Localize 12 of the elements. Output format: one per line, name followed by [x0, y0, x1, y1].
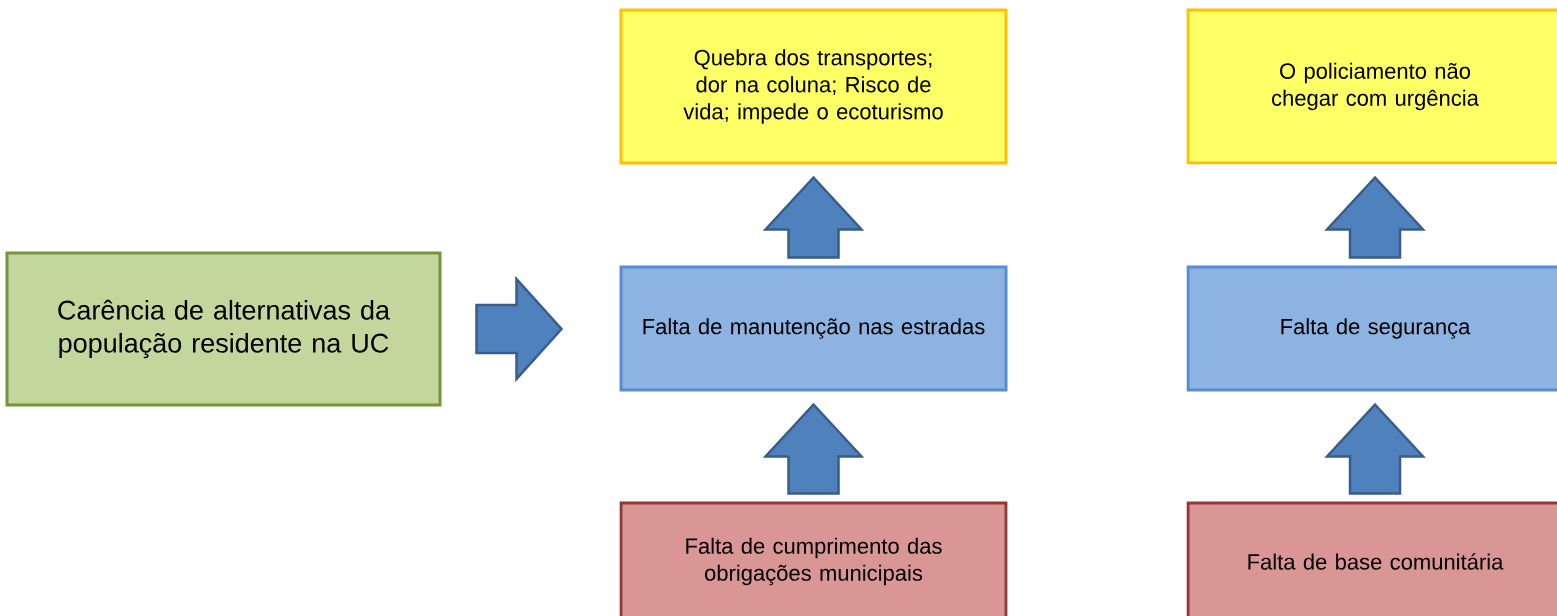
problem-box: Falta de manutenção nas estradas: [619, 265, 1008, 392]
cause-box: Falta de base comunitária: [1186, 501, 1557, 616]
cause-box: Carência de alternativas da população residente na UC: [5, 251, 442, 407]
cause-box: Falta de cumprimento das obrigações municipais: [619, 501, 1008, 616]
effect-box: O policiamento não chegar com urgência: [1186, 8, 1557, 165]
problem-box: Falta de segurança: [1186, 265, 1557, 392]
effect-box: Quebra dos transportes; dor na coluna; Risco de vida; impede o ecoturismo: [619, 8, 1008, 165]
block-arrow: [1324, 402, 1426, 495]
block-arrow: [1324, 175, 1426, 259]
block-arrow: [762, 402, 865, 495]
block-arrow: [475, 275, 564, 383]
block-arrow: [762, 175, 865, 259]
